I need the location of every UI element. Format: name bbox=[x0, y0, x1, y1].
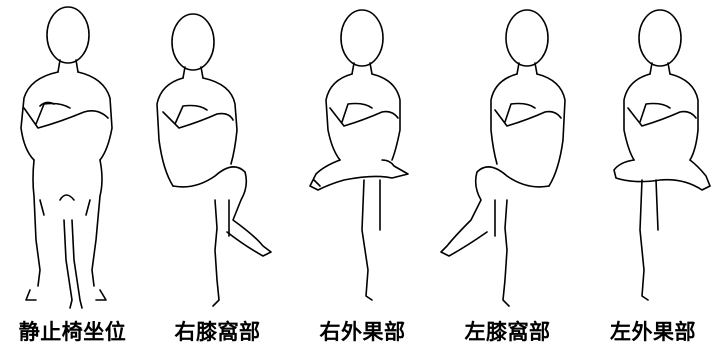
seated-figure-static-sitting bbox=[0, 0, 145, 320]
seated-figure-right-lateral-malleolus bbox=[290, 0, 435, 320]
figure-label-right-popliteal: 右膝窩部 bbox=[145, 316, 290, 346]
figure-panel-left-popliteal: 左膝窩部 bbox=[435, 0, 580, 344]
figure-panel-left-lateral-malleolus: 左外果部 bbox=[580, 0, 726, 344]
seated-figure-right-popliteal bbox=[145, 0, 290, 320]
figure-panel-right-lateral-malleolus: 右外果部 bbox=[290, 0, 435, 344]
seated-figure-left-popliteal bbox=[435, 0, 580, 320]
figure-label-static-sitting: 静止椅坐位 bbox=[0, 316, 145, 346]
seated-figure-left-lateral-malleolus bbox=[580, 0, 726, 320]
figure-label-left-lateral-malleolus: 左外果部 bbox=[580, 316, 726, 346]
figure-panel-right-popliteal: 右膝窩部 bbox=[145, 0, 290, 344]
figure-label-left-popliteal: 左膝窩部 bbox=[435, 316, 580, 346]
figure-label-right-lateral-malleolus: 右外果部 bbox=[290, 316, 435, 346]
figure-panel-static-sitting: 静止椅坐位 bbox=[0, 0, 145, 344]
